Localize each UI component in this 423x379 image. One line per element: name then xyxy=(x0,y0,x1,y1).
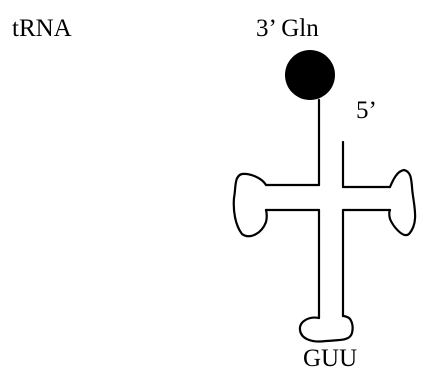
left-loop xyxy=(232,172,268,238)
amino-acid-ball xyxy=(285,50,335,100)
molecule-label: tRNA xyxy=(12,15,72,42)
three-prime-end-label: 3’ Gln xyxy=(256,15,319,42)
five-prime-end-label: 5’ xyxy=(356,97,377,124)
right-loop xyxy=(388,168,417,237)
anticodon-label: GUU xyxy=(303,345,358,372)
anticodon-loop xyxy=(298,314,354,343)
